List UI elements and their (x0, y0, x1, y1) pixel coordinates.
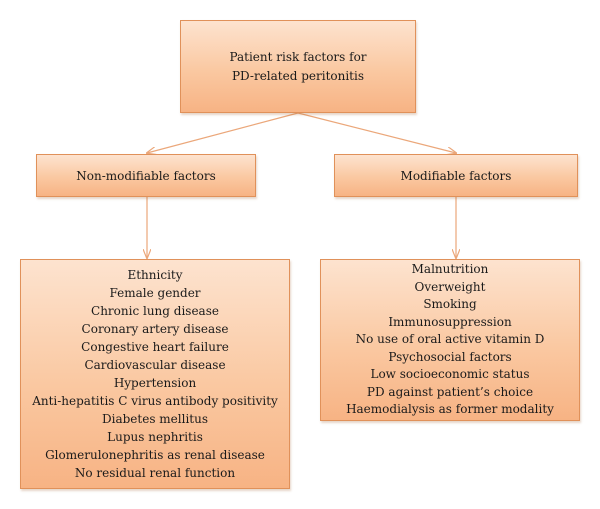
non-modifiable-list: Ethnicity Female gender Chronic lung dis… (20, 259, 290, 489)
root-node: Patient risk factors for PD-related peri… (180, 20, 416, 113)
list-item: PD against patient’s choice (366, 384, 534, 399)
list-item: Lupus nephritis (107, 430, 203, 444)
root-title-line-1: Patient risk factors for (229, 49, 367, 64)
list-item: Smoking (423, 297, 477, 312)
list-item: No use of oral active vitamin D (355, 332, 545, 347)
list-item: Hypertension (113, 376, 197, 390)
list-item: Congestive heart failure (81, 340, 229, 354)
list-item: Coronary artery disease (81, 322, 229, 336)
modifiable-list: Malnutrition Overweight Smoking Immunosu… (320, 259, 580, 421)
list-item: Immunosuppression (388, 314, 512, 329)
modifiable-node: Modifiable factors (334, 154, 578, 197)
list-item: Malnutrition (411, 262, 489, 277)
list-item: Low socioeconomic status (370, 367, 530, 382)
root-title-line-2: PD-related peritonitis (231, 68, 364, 83)
arrow-root-to-nonmodifiable (147, 112, 299, 153)
list-item: Cardiovascular disease (84, 358, 226, 372)
list-item: No residual renal function (74, 466, 236, 480)
list-item: Chronic lung disease (91, 304, 219, 318)
list-item: Anti-hepatitis C virus antibody positivi… (32, 394, 278, 408)
list-item: Psychosocial factors (388, 349, 512, 364)
arrow-root-to-modifiable (297, 112, 456, 153)
non-modifiable-node: Non-modifiable factors (36, 154, 256, 197)
list-item: Female gender (109, 286, 201, 300)
list-item: Glomerulonephritis as renal disease (45, 448, 265, 462)
modifiable-label: Modifiable factors (400, 168, 512, 183)
list-item: Diabetes mellitus (102, 412, 208, 426)
list-item: Haemodialysis as former modality (346, 402, 554, 417)
list-item: Ethnicity (127, 268, 183, 282)
list-item: Overweight (414, 279, 486, 294)
non-modifiable-label: Non-modifiable factors (76, 168, 216, 183)
